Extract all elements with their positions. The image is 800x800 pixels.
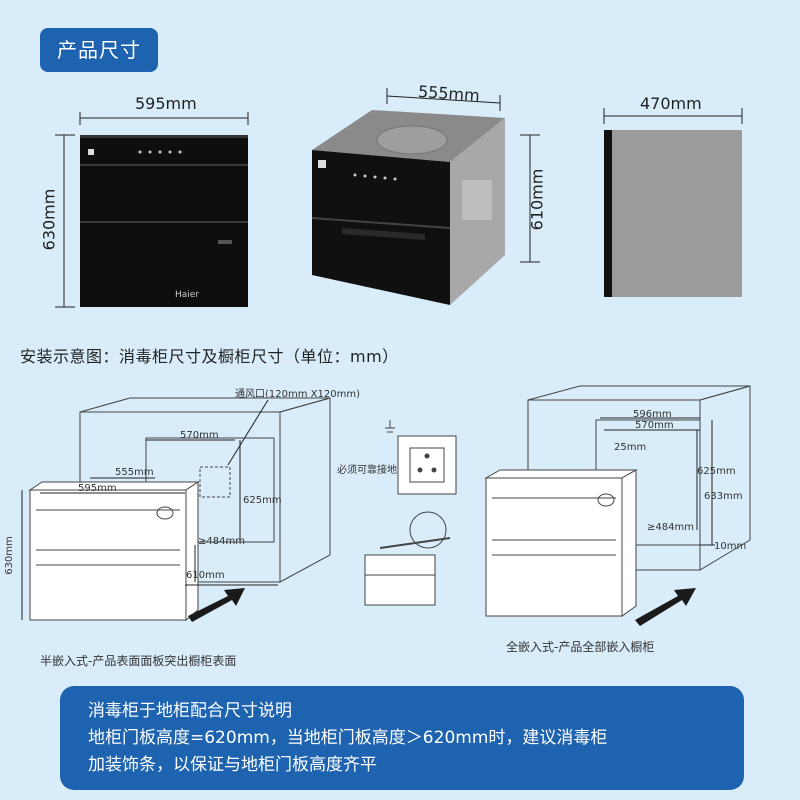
full-dim-10: 10mm bbox=[714, 541, 747, 552]
side-height-label: 610mm bbox=[527, 168, 547, 231]
half-dim-630: 630mm bbox=[3, 536, 15, 575]
half-dim-484: ≥484mm bbox=[198, 536, 245, 547]
isometric-cabinet bbox=[311, 110, 505, 305]
full-dim-596: 596mm bbox=[633, 409, 672, 420]
isometric-dimension-lines bbox=[386, 88, 540, 263]
note-line-1: 地柜门板高度=620mm，当地柜门板高度＞620mm时，建议消毒柜 bbox=[88, 728, 608, 748]
half-dim-555: 555mm bbox=[115, 467, 154, 478]
full-embed-caption: 全嵌入式-产品全部嵌入橱柜 bbox=[506, 640, 655, 654]
half-dim-610: 610mm bbox=[186, 570, 225, 581]
full-dim-25: 25mm bbox=[614, 442, 647, 453]
full-dim-570: 570mm bbox=[635, 420, 674, 431]
brand-logo: Haier bbox=[175, 290, 200, 300]
front-height-label: 630mm bbox=[39, 188, 59, 251]
front-view-cabinet bbox=[80, 135, 248, 307]
half-embed-arrow bbox=[188, 588, 245, 622]
half-dim-570: 570mm bbox=[180, 430, 219, 441]
note-line-2: 加装饰条，以保证与地柜门板高度齐平 bbox=[88, 755, 377, 775]
full-dim-633: 633mm bbox=[704, 491, 743, 502]
front-dimension-lines bbox=[55, 112, 249, 308]
top-width-label: 470mm bbox=[640, 94, 702, 113]
side-view-cabinet bbox=[604, 130, 742, 297]
full-embed-diagram bbox=[484, 385, 751, 617]
full-dim-625: 625mm bbox=[697, 466, 736, 477]
half-embed-caption: 半嵌入式-产品表面面板突出橱柜表面 bbox=[40, 654, 237, 668]
section-title-badge: 产品尺寸 bbox=[40, 28, 158, 72]
half-dim-595: 595mm bbox=[78, 483, 117, 494]
half-embed-diagram bbox=[21, 397, 331, 622]
front-width-label: 595mm bbox=[135, 94, 197, 113]
full-dim-484: ≥484mm bbox=[647, 522, 694, 533]
vent-label: 通风口(120mm X120mm) bbox=[235, 389, 360, 400]
side-dimension-lines bbox=[603, 108, 743, 124]
install-title: 安装示意图：消毒柜尺寸及橱柜尺寸（单位：mm） bbox=[20, 347, 399, 366]
note-title: 消毒柜于地柜配合尺寸说明 bbox=[88, 701, 292, 721]
installation-note: 消毒柜于地柜配合尺寸说明 地柜门板高度=620mm，当地柜门板高度＞620mm时… bbox=[60, 686, 744, 790]
half-dim-625: 625mm bbox=[243, 495, 282, 506]
socket-label: 必须可靠接地 bbox=[337, 465, 397, 476]
socket-diagram bbox=[364, 420, 457, 606]
full-embed-arrow bbox=[635, 588, 696, 626]
